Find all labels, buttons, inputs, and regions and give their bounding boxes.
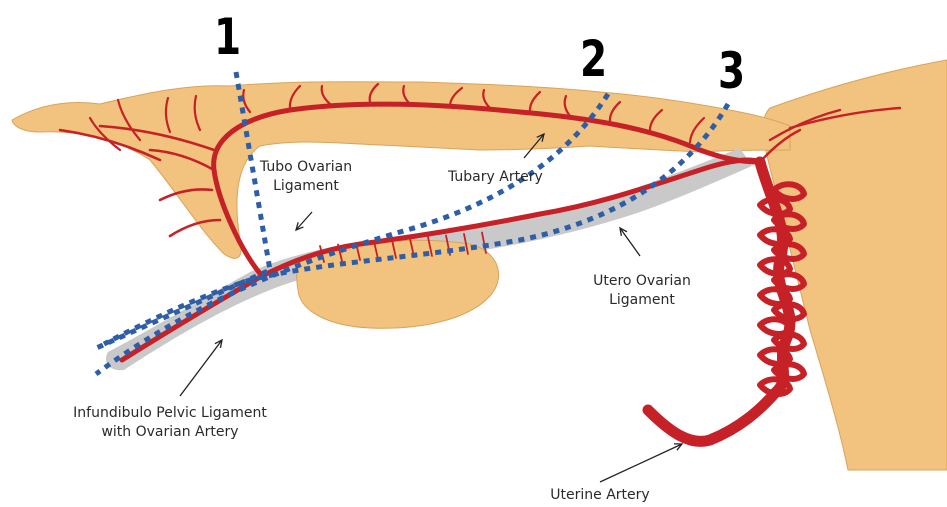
label-infundibulo-pelvic-ligament: Infundibulo Pelvic Ligament with Ovarian… xyxy=(30,404,310,442)
arrow-tubo-ovarian xyxy=(296,212,312,230)
arrow-infundibulo xyxy=(180,340,222,396)
label-tubary-artery: Tubary Artery xyxy=(448,168,588,187)
marker-1: 1 xyxy=(214,12,241,62)
label-utero-ovarian-ligament: Utero Ovarian Ligament xyxy=(572,272,712,310)
arrow-utero-ovarian xyxy=(620,228,640,256)
marker-3: 3 xyxy=(718,46,745,96)
arrow-uterine-artery xyxy=(600,444,682,482)
label-uterine-artery: Uterine Artery xyxy=(530,486,670,505)
label-tubo-ovarian-ligament: Tubo Ovarian Ligament xyxy=(246,158,366,196)
marker-2: 2 xyxy=(580,34,607,84)
